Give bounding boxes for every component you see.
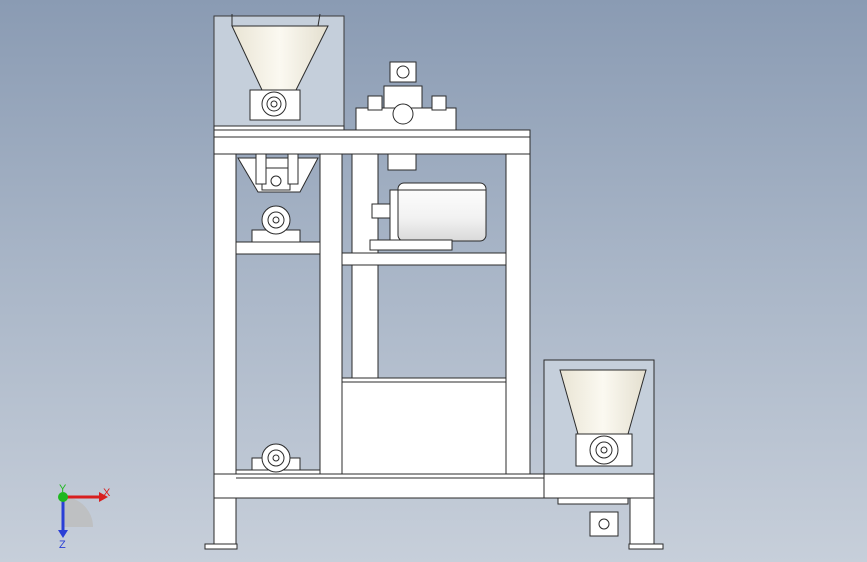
collection-tank[interactable] xyxy=(341,377,507,475)
feed-hopper-secondary[interactable] xyxy=(543,359,664,550)
main-frame[interactable] xyxy=(204,15,545,550)
gear-reducer[interactable] xyxy=(355,61,457,171)
feed-hopper[interactable] xyxy=(231,13,329,121)
pillow-block-bearing-upper[interactable] xyxy=(251,205,301,243)
y-axis-label: Y xyxy=(59,483,67,495)
pillow-block-bearing-lower[interactable] xyxy=(251,443,301,473)
x-axis-label: X xyxy=(103,487,111,499)
electric-motor[interactable] xyxy=(369,182,487,251)
discharge-funnel[interactable] xyxy=(237,153,319,193)
coordinate-triad: X Y Z xyxy=(58,483,111,551)
y-axis-dot xyxy=(58,492,68,502)
z-axis-label: Z xyxy=(59,539,66,551)
